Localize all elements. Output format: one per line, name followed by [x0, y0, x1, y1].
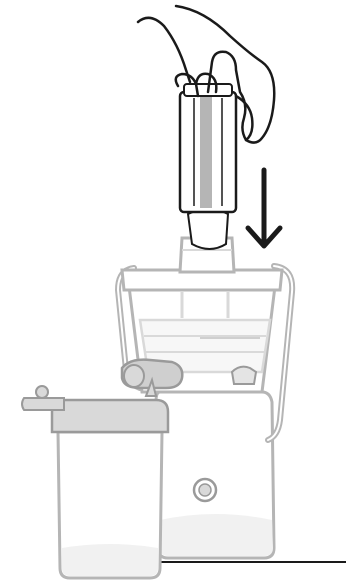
- juicer-body-icon: [114, 263, 296, 560]
- down-arrow-icon: [245, 167, 283, 249]
- food-pusher-icon: [178, 83, 238, 250]
- hand-icon: [136, 4, 276, 144]
- juice-cup-icon: [21, 385, 170, 580]
- juicer-base-band: [160, 514, 273, 556]
- juicer-strainer: [138, 318, 272, 374]
- juice-cup-lid: [50, 398, 170, 434]
- power-button-icon: [192, 477, 218, 503]
